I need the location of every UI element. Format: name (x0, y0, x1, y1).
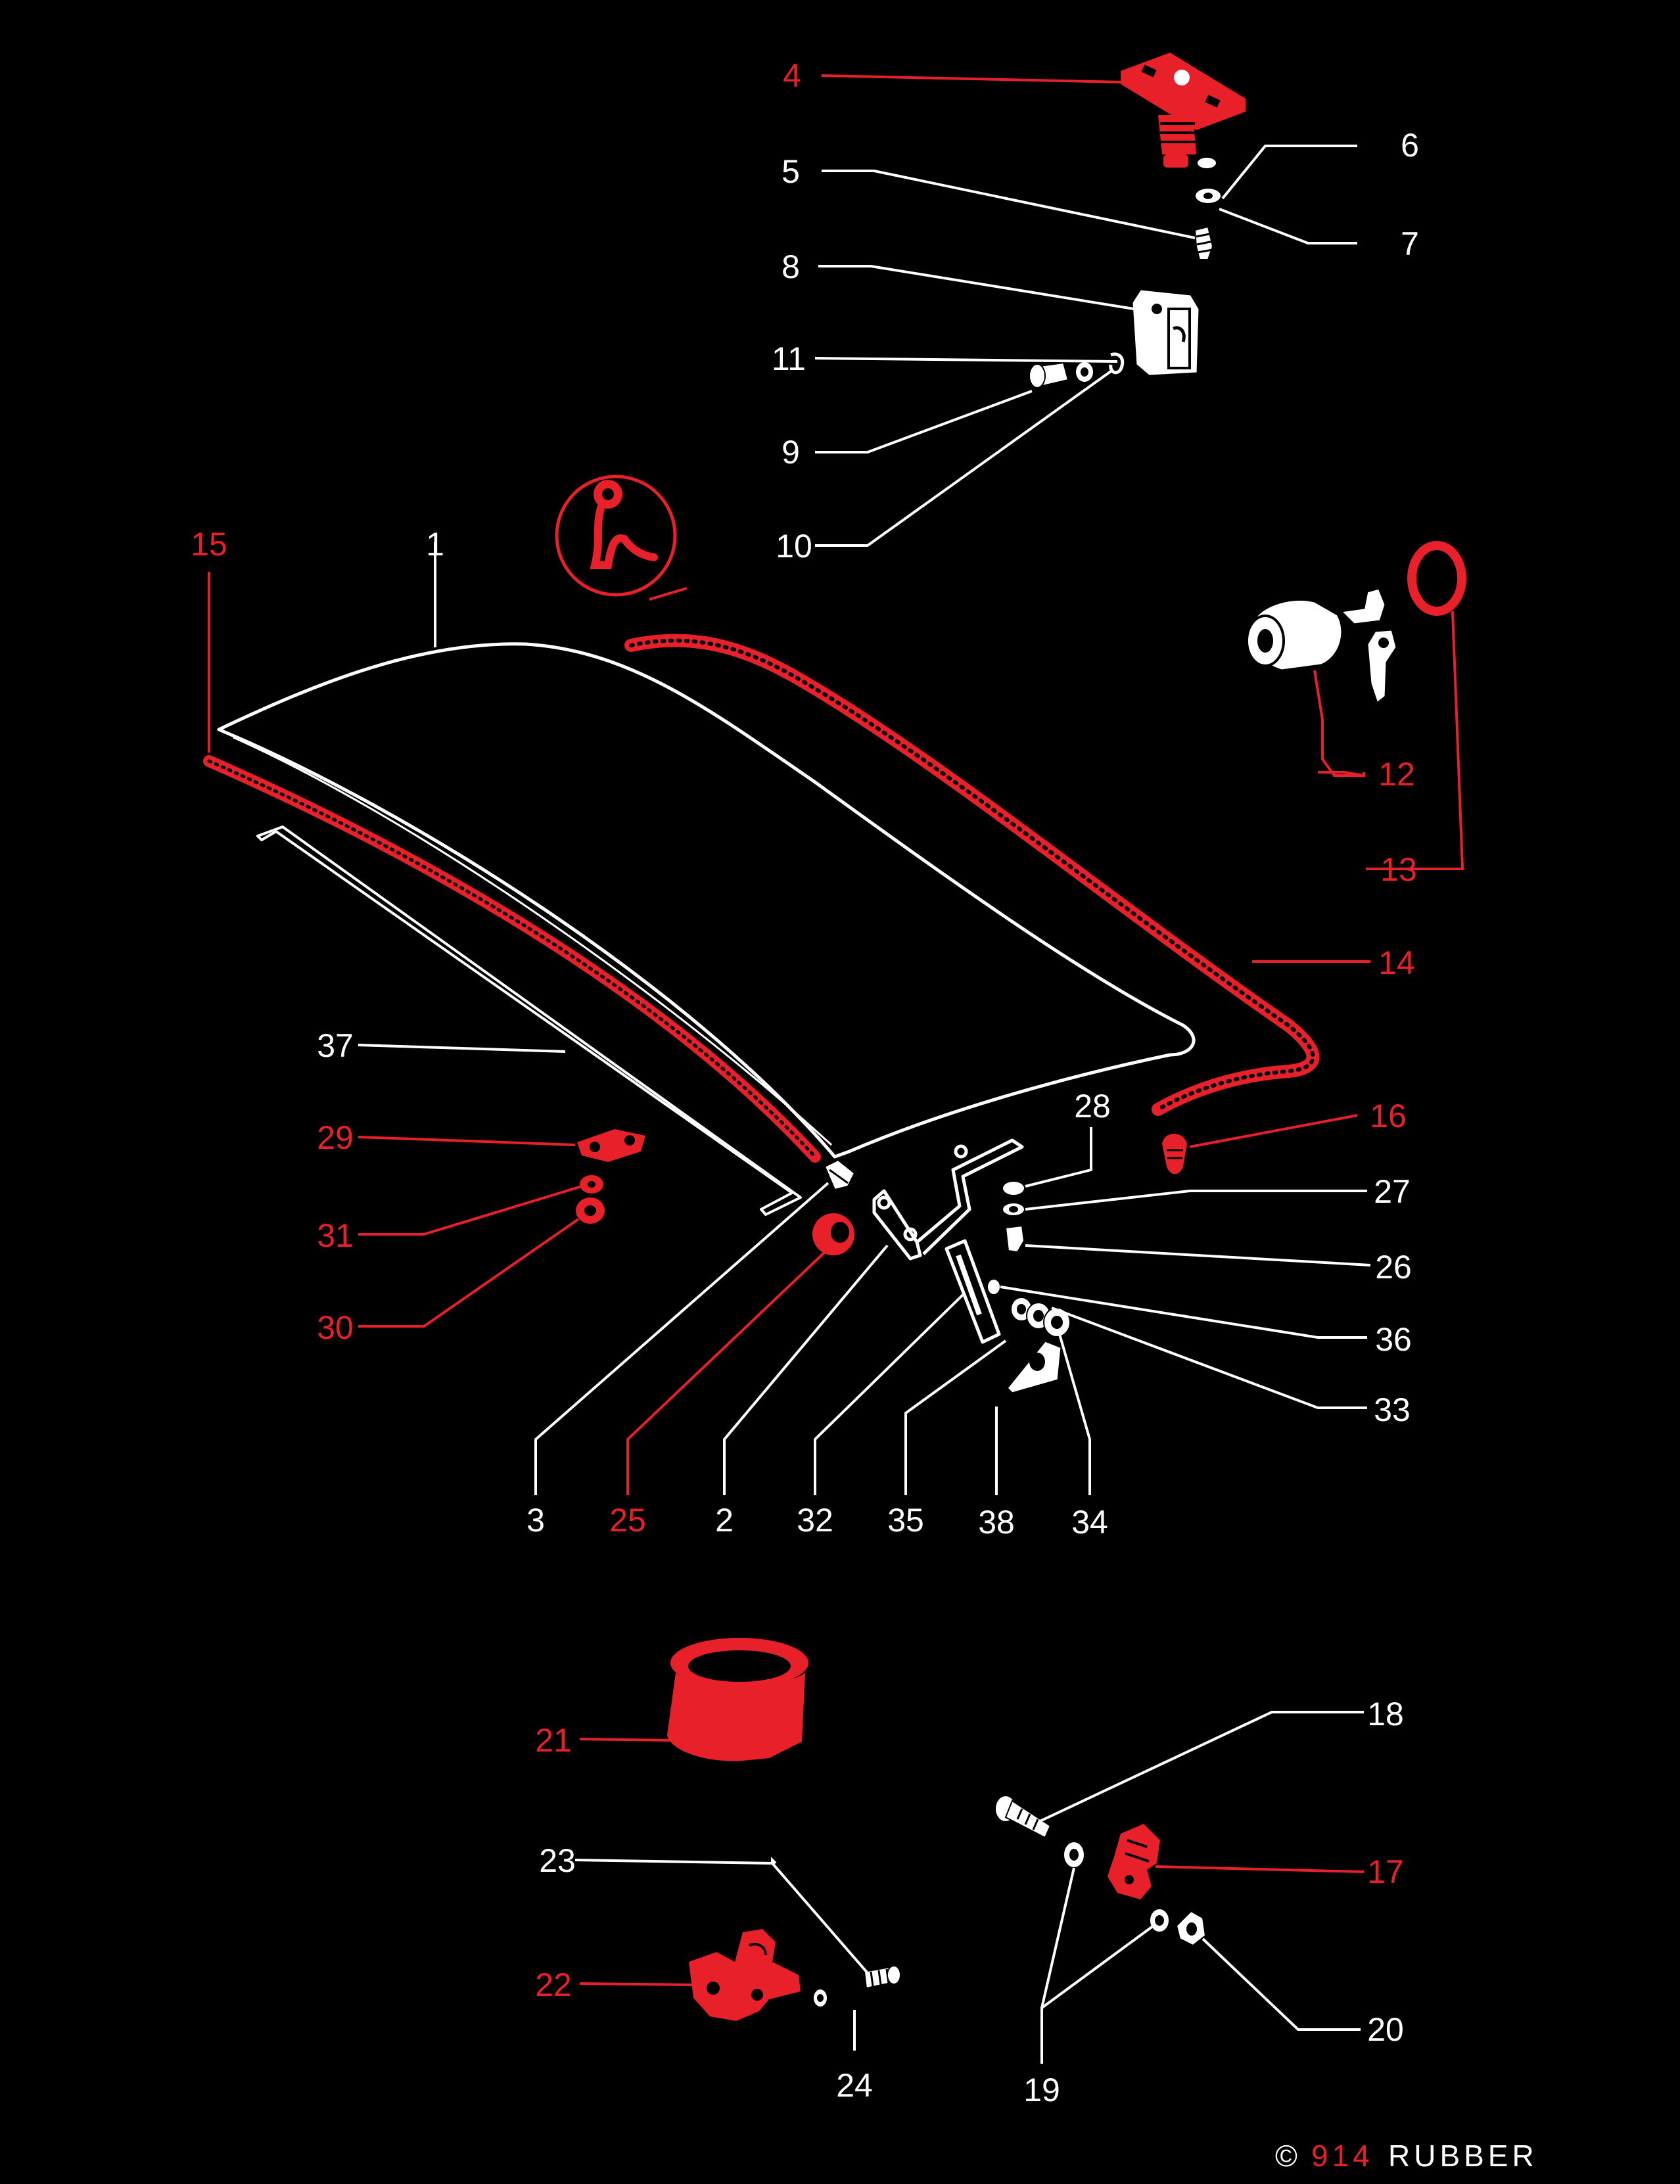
callout-23: 23 (539, 1842, 576, 1879)
callout-1: 1 (426, 526, 444, 563)
copyright-symbol: © (1275, 2139, 1301, 2173)
callout-18: 18 (1367, 1696, 1404, 1732)
slotted-plate-part (945, 1239, 1001, 1344)
brand-word: RUBBER (1388, 2139, 1538, 2173)
callout-30: 30 (317, 1309, 354, 1346)
lock-plate-part (1121, 53, 1246, 168)
callout-6: 6 (1401, 127, 1419, 164)
brand-watermark: © 914 RUBBER (1275, 2139, 1538, 2173)
seal-detail-inset (555, 475, 677, 597)
leader-lines-red (208, 74, 1464, 1986)
callout-32: 32 (797, 1502, 833, 1539)
rear-seal-part (624, 634, 1320, 1116)
callout-17: 17 (1367, 1853, 1404, 1890)
callout-38: 38 (978, 1504, 1015, 1541)
callout-4: 4 (783, 57, 801, 94)
brand-number: 914 (1311, 2139, 1374, 2173)
callout-10: 10 (776, 528, 812, 565)
callout-25: 25 (609, 1502, 646, 1539)
rubber-bumper-part (1162, 1134, 1187, 1174)
callout-37: 37 (317, 1027, 354, 1064)
callout-19: 19 (1023, 2072, 1060, 2108)
hinge-hardware-lower (987, 1278, 1071, 1337)
callout-2: 2 (715, 1502, 734, 1539)
callout-24: 24 (836, 2067, 873, 2104)
leader-lines-white (358, 145, 1371, 2064)
callout-3: 3 (526, 1502, 545, 1539)
hinge-bracket-part (1005, 1339, 1063, 1395)
callout-35: 35 (887, 1502, 924, 1539)
callout-12: 12 (1378, 756, 1415, 793)
callout-27: 27 (1374, 1173, 1411, 1210)
striker-bolt-part (994, 1795, 1052, 1839)
callout-14: 14 (1378, 944, 1415, 981)
lock-latch-part (689, 1929, 801, 2021)
callout-16: 16 (1370, 1098, 1407, 1134)
grommet-parts (576, 1175, 605, 1224)
seal-cup-part (667, 1638, 808, 1761)
rubber-stop-part (812, 1213, 854, 1255)
callout-36: 36 (1375, 1321, 1412, 1358)
callout-33: 33 (1374, 1391, 1411, 1428)
small-hardware-upper (1194, 156, 1222, 260)
callout-26: 26 (1375, 1249, 1412, 1286)
callout-11: 11 (772, 340, 806, 377)
callout-29: 29 (317, 1119, 354, 1156)
callout-28: 28 (1074, 1088, 1111, 1125)
lock-cylinder-part (1246, 587, 1398, 705)
callout-31: 31 (317, 1217, 354, 1254)
trunk-lid-part (217, 642, 1196, 1159)
callout-7: 7 (1401, 225, 1419, 262)
lid-bushing-part (824, 1159, 856, 1191)
screw-washer-set (1029, 352, 1125, 388)
side-seal-part (203, 755, 821, 1163)
support-rod-part (256, 825, 802, 1216)
hinge-arm-part (872, 1138, 1024, 1261)
callout-13: 13 (1380, 851, 1417, 888)
lock-gasket-part (1407, 541, 1466, 616)
rod-clip-part (577, 1129, 645, 1162)
latch-screw-washer (812, 1965, 901, 2008)
latch-bracket-part (1131, 288, 1201, 377)
hinge-hardware-upper (1002, 1180, 1025, 1253)
callout-5: 5 (782, 153, 800, 190)
striker-part (1108, 1824, 1160, 1899)
callout-21: 21 (535, 1722, 572, 1759)
callout-15: 15 (191, 526, 227, 563)
callout-8: 8 (782, 248, 800, 285)
callout-34: 34 (1071, 1504, 1108, 1541)
callout-9: 9 (782, 434, 800, 471)
callout-20: 20 (1367, 2011, 1404, 2048)
callout-22: 22 (535, 1966, 572, 2003)
